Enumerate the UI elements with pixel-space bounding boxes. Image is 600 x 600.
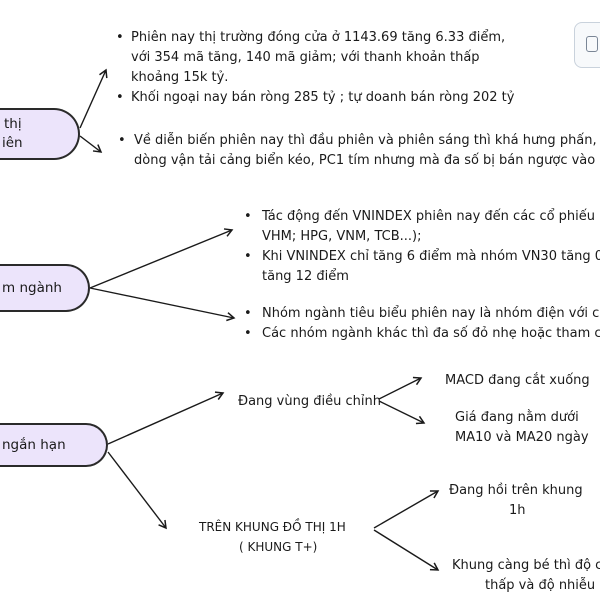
branch1-bullet1-line3: khoảng 15k tỷ. (131, 70, 229, 85)
edge-node2-bullets-top (89, 228, 234, 289)
sub2-label-line2: ( KHUNG T+) (239, 540, 318, 554)
bullet-dot: • (244, 306, 252, 321)
sub2-child2-line1: Khung càng bé thì độ c (452, 558, 600, 573)
branch1-bullet2-line1: Khối ngoại nay bán ròng 285 tỷ ; tự doan… (131, 90, 515, 105)
branch1-bullet1-line2: với 354 mã tăng, 140 mã giảm; với thanh … (131, 50, 480, 65)
copy-icon (586, 36, 598, 52)
sub2-label-line1: TRÊN KHUNG ĐỒ THỊ 1H (199, 520, 346, 534)
bullet-dot: • (244, 326, 252, 341)
edge-sub1-price (378, 400, 426, 425)
branch1-bullet3-line1: Về diễn biến phiên nay thì đầu phiên và … (134, 133, 597, 148)
sub1-child1: MACD đang cắt xuống (445, 373, 590, 388)
node-2[interactable]: m ngành (0, 264, 90, 312)
edge-node3-sub2 (107, 451, 167, 530)
edge-node3-sub1 (107, 391, 225, 445)
bullet-dot: • (244, 249, 252, 264)
node-1-line-1: thị (4, 116, 22, 132)
bullet-dot: • (118, 133, 126, 148)
copy-button[interactable] (574, 22, 600, 68)
edge-node1-bullets-bottom (79, 135, 103, 153)
branch2-bullet1-line2: VHM; HPG, VNM, TCB...); (262, 229, 422, 244)
branch1-bullet3-line2: dòng vận tải cảng biển kéo, PC1 tím nhưn… (134, 153, 596, 168)
branch1-bullet1-line1: Phiên nay thị trường đóng cửa ở 1143.69 … (131, 30, 506, 45)
branch2-bullet2-line1: Khi VNINDEX chỉ tăng 6 điểm mà nhóm VN30… (262, 249, 600, 264)
edge-sub1-macd (378, 376, 423, 400)
node-1[interactable]: thị iên (0, 108, 80, 160)
edge-sub2-khung (373, 529, 440, 571)
sub1-label: Đang vùng điều chỉnh (238, 394, 381, 409)
sub1-child2-line2: MA10 và MA20 ngày (455, 430, 589, 445)
bullet-dot: • (244, 209, 252, 224)
branch2-bullet3-line1: Nhóm ngành tiêu biểu phiên nay là nhóm đ… (262, 306, 600, 321)
sub2-child1-line2: 1h (509, 503, 526, 518)
node-3[interactable]: ngắn hạn (0, 423, 108, 467)
bullet-dot: • (116, 30, 124, 45)
branch2-bullet4-line1: Các nhóm ngành khác thì đa số đỏ nhẹ hoặ… (262, 326, 600, 341)
node-1-line-2: iên (2, 135, 23, 151)
node-2-label: m ngành (2, 279, 62, 296)
branch2-bullet1-line1: Tác động đến VNINDEX phiên nay đến các c… (262, 209, 596, 224)
bullet-dot: • (116, 90, 124, 105)
node-3-label: ngắn hạn (2, 436, 66, 453)
sub2-child1-line1: Đang hồi trên khung (449, 483, 583, 498)
sub2-child2-line2: thấp và độ nhiễu (485, 578, 596, 593)
edge-node1-bullets-top (79, 68, 108, 129)
edge-node2-bullets-bottom (89, 287, 236, 322)
branch2-bullet2-line2: tăng 12 điểm (262, 269, 349, 284)
sub1-child2-line1: Giá đang nằm dưới (455, 410, 579, 425)
edge-sub2-hoi (373, 490, 440, 529)
